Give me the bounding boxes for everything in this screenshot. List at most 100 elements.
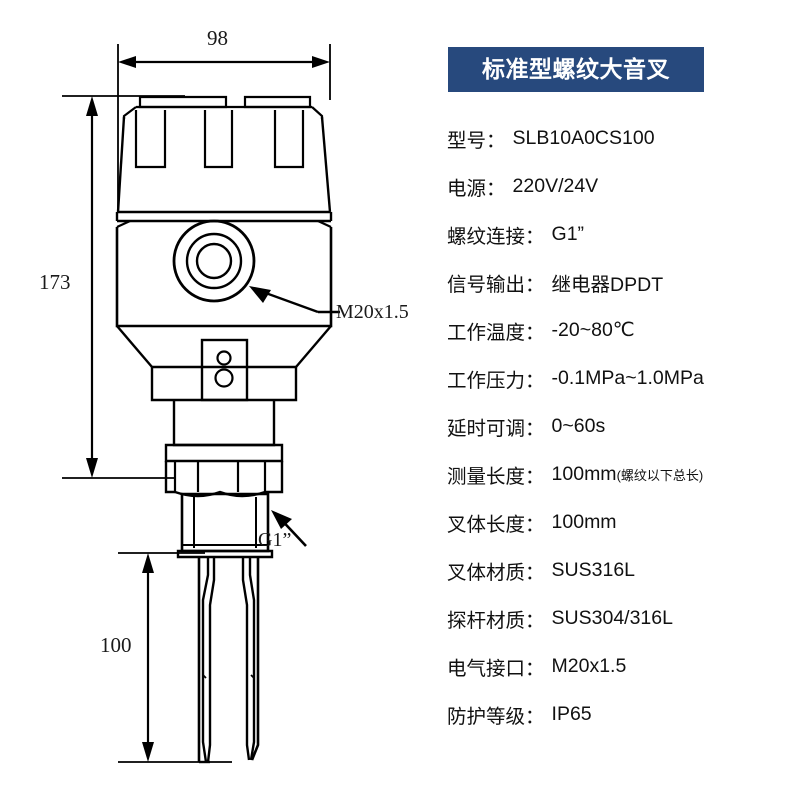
spec-colon: ：: [486, 177, 506, 200]
spec-label: 型号: [447, 129, 487, 152]
spec-label: 防护等级: [447, 705, 526, 728]
spec-colon: ：: [525, 513, 545, 536]
spec-value: 220V/24V: [512, 174, 599, 197]
leader-arrow-m20: [249, 286, 271, 303]
spec-value: 继电器DPDT: [551, 273, 664, 296]
spec-label: 工作温度: [447, 321, 526, 344]
spec-label: 信号输出: [447, 273, 526, 296]
body-chamfer-left: [116, 220, 131, 228]
arrow-head-up-173: [86, 96, 98, 116]
arrow-head-down-173: [86, 458, 98, 478]
spec-label: 电源: [447, 177, 487, 200]
fork-tine-left-edge2: [206, 557, 216, 763]
cap-slot-2: [203, 110, 234, 169]
arrow-head-right: [312, 56, 330, 68]
spec-label: 叉体长度: [447, 513, 526, 536]
spec-row: 叉体材质： SUS316L: [447, 546, 800, 594]
cap-slot-3: [273, 110, 305, 169]
spec-note: (螺纹以下总长): [616, 467, 704, 483]
callout-label-cable-gland: M20x1.5: [336, 301, 409, 323]
product-title-text: 标准型螺纹大音叉: [482, 56, 670, 82]
fork-notch-left: [202, 674, 207, 679]
spec-colon: ：: [525, 369, 545, 392]
arrow-head-down-100: [142, 742, 154, 762]
spec-row: 测量长度： 100mm(螺纹以下总长): [447, 450, 800, 498]
spec-value: 0~60s: [551, 414, 606, 437]
arrow-head-up-100: [142, 553, 154, 573]
extension-tube: [172, 400, 276, 447]
dimension-label-width: 98: [207, 26, 228, 50]
cable-gland-outer-circle: [172, 219, 256, 303]
spec-row: 电源： 220V/24V: [447, 162, 800, 210]
spec-value: IP65: [551, 702, 592, 725]
housing-taper-left: [116, 325, 153, 368]
nameplate-hole-lower: [214, 368, 234, 388]
spec-value: -20~80℃: [551, 319, 635, 341]
spec-value: M20x1.5: [551, 654, 627, 677]
spec-label: 探杆材质: [447, 609, 526, 632]
spec-colon: ：: [525, 561, 545, 584]
spec-row: 电气接口： M20x1.5: [447, 642, 800, 690]
housing-main-body: [115, 227, 333, 328]
spec-row: 工作温度： -20~80℃: [447, 306, 800, 354]
spec-value: -0.1MPa~1.0MPa: [551, 366, 704, 389]
cap-plate-left: [138, 95, 228, 109]
spec-label: 测量长度: [447, 465, 526, 488]
fork-tine-right-inner: [241, 557, 251, 761]
cap-shoulder-left: [122, 106, 137, 119]
spec-row: 防护等级： IP65: [447, 690, 800, 738]
spec-value: 100mm: [551, 510, 617, 533]
cap-slot-1: [134, 110, 167, 169]
cable-gland-mid-circle: [185, 232, 243, 290]
housing-cap-left-edge: [116, 116, 126, 213]
spec-row: 螺纹连接：G1”: [447, 210, 800, 258]
spec-value: G1”: [551, 222, 585, 245]
hex-nut-right-edge: [265, 461, 284, 494]
neck-collar: [150, 365, 298, 402]
spec-row: 探杆材质：SUS304/316L: [447, 594, 800, 642]
spec-colon: ：: [525, 273, 545, 296]
spec-colon: ：: [525, 465, 545, 488]
nameplate-hole-upper: [216, 350, 232, 366]
housing-cap-right-edge: [320, 116, 332, 213]
spec-row: 工作压力： -0.1MPa~1.0MPa: [447, 354, 800, 402]
product-title-banner: 标准型螺纹大音叉: [448, 47, 704, 92]
spec-colon: ：: [486, 129, 506, 152]
fork-base-plate: [176, 549, 274, 559]
tuning-fork-level-switch-drawing: [62, 44, 340, 764]
cap-plate-right: [243, 95, 312, 109]
spec-colon: ：: [525, 321, 545, 344]
body-chamfer-right: [317, 220, 332, 228]
spec-colon: ：: [525, 657, 545, 680]
fork-tine-right-edge2: [248, 557, 256, 761]
spec-label: 工作压力: [447, 369, 526, 392]
spec-value: 100mm: [551, 462, 617, 485]
cap-shoulder-right: [311, 106, 324, 119]
spec-colon: ：: [525, 417, 545, 440]
spec-row: 延时可调： 0~60s: [447, 402, 800, 450]
spec-row: 叉体长度： 100mm: [447, 498, 800, 546]
spec-colon: ：: [525, 225, 545, 248]
spec-label: 电气接口: [447, 657, 526, 680]
spec-label: 延时可调: [447, 417, 526, 440]
cable-gland-inner-circle: [195, 242, 233, 280]
nameplate: [200, 338, 249, 402]
fork-tine-left-inner: [201, 557, 210, 763]
spec-label: 叉体材质: [447, 561, 526, 584]
dimension-label-height: 173: [39, 270, 71, 294]
fork-tine-right-outer: [250, 557, 260, 761]
technical-drawing-pane: 98 173 100 M20x1.5 G1”: [39, 26, 409, 764]
callout-label-process-thread: G1”: [258, 529, 292, 551]
housing-taper-right: [295, 325, 332, 368]
spec-row: 信号输出： 继电器DPDT: [447, 258, 800, 306]
spec-value: SUS316L: [551, 558, 636, 581]
fork-notch-right: [250, 674, 255, 679]
spec-colon: ：: [525, 705, 545, 728]
spec-row: 型号： SLB10A0CS100: [447, 114, 800, 162]
leader-arrow-g1: [271, 510, 292, 529]
spec-value: SLB10A0CS100: [512, 126, 655, 149]
arrow-head-left: [118, 56, 136, 68]
